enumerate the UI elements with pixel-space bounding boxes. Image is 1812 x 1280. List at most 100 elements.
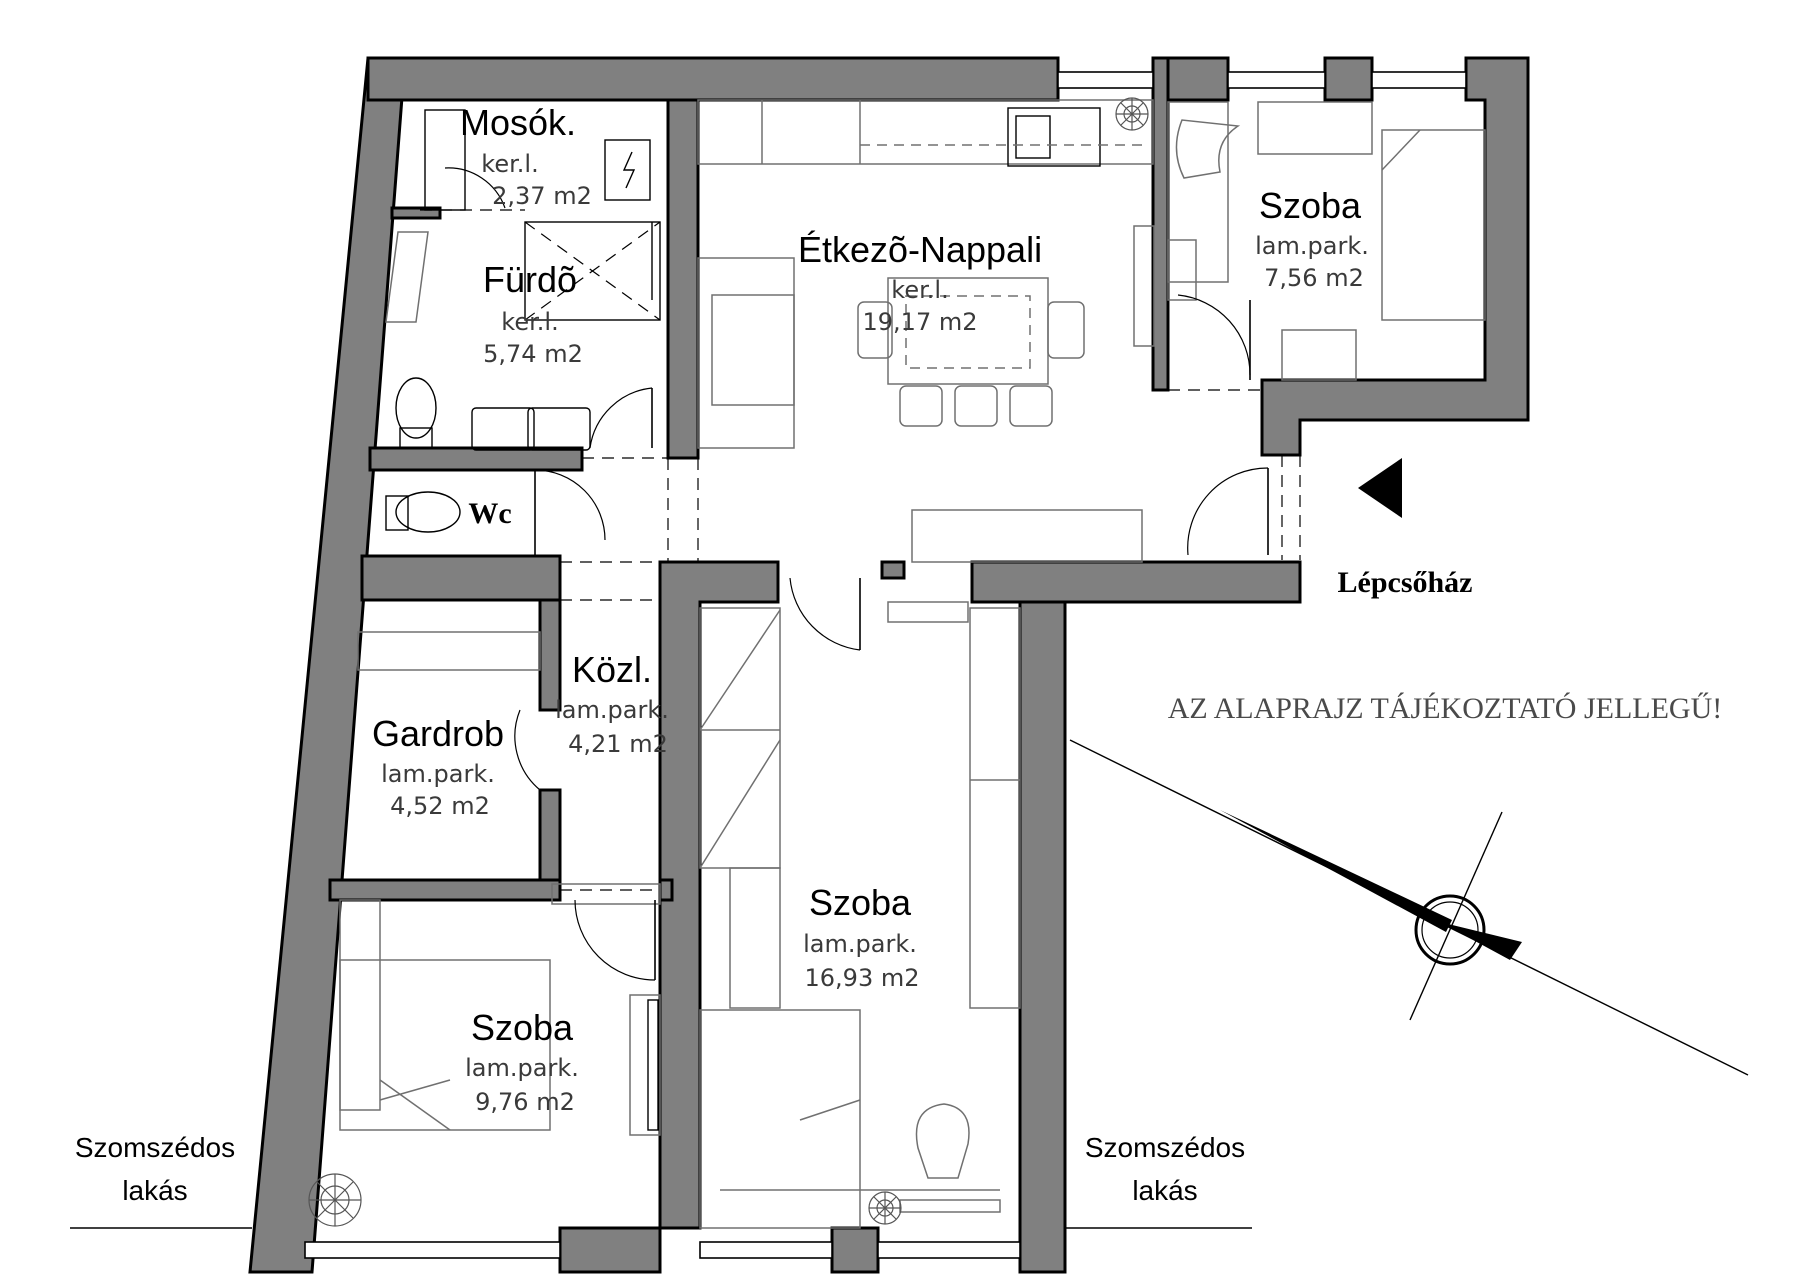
- neighbor-label-left-1: Szomszédos: [75, 1132, 235, 1163]
- north-pier-east-1: [1323, 56, 1374, 102]
- neighbor-label-right-2: lakás: [1132, 1175, 1197, 1206]
- room-name-gardrob: Gardrob: [372, 713, 504, 754]
- north-wall-west: [366, 56, 1060, 102]
- entrance-arrow-icon: [1358, 458, 1402, 518]
- plants: [308, 97, 1149, 1227]
- bath-toilet: [395, 377, 437, 439]
- room-name-szoba-ne: Szoba: [1259, 185, 1362, 226]
- bed-sw: [339, 959, 551, 1131]
- living-south-wall-mid: [880, 560, 906, 580]
- room-floor-mosokonyha: ker.l.: [481, 150, 538, 178]
- neighbor-label-right-1: Szomszédos: [1085, 1132, 1245, 1163]
- window-room-ne-1: [1227, 71, 1326, 89]
- bath-sink: [527, 407, 591, 451]
- furniture: [339, 99, 1486, 1229]
- dining-chair: [857, 301, 893, 359]
- west-wall: [248, 56, 407, 1274]
- room-floor-gardrob: lam.park.: [381, 760, 495, 788]
- room-area-furdo: 5,74 m2: [483, 340, 583, 368]
- plant-icon: [308, 1173, 362, 1227]
- walls: [248, 56, 1530, 1274]
- east-room-west-wall: [1151, 56, 1170, 392]
- wardrobe-sw: [629, 994, 661, 1136]
- room-floor-szoba-sw: lam.park.: [465, 1054, 579, 1082]
- gardrob-east-wall: [538, 598, 562, 712]
- room-area-szoba-ne: 7,56 m2: [1264, 264, 1364, 292]
- nightstand-sw: [339, 899, 381, 1111]
- shower: [524, 221, 661, 321]
- room-name-furdo: Fürdõ: [483, 259, 577, 300]
- radiator: [887, 601, 969, 623]
- door-center-room: [789, 577, 861, 651]
- door-room-sw: [574, 899, 656, 981]
- doors: [420, 167, 1301, 981]
- door-wc: [534, 469, 606, 541]
- shelf: [1257, 101, 1373, 155]
- room-area-gardrob: 4,52 m2: [390, 792, 490, 820]
- bath-cabinet: [385, 231, 429, 323]
- dining-chair: [899, 385, 943, 427]
- door-laundry: [444, 167, 506, 209]
- stairwell-label: Lépcsőház: [1338, 566, 1473, 599]
- gardrob-south-wall: [328, 878, 562, 902]
- room-area-mosokonyha: 2,37 m2: [492, 182, 592, 210]
- north-wall-east-corner: [1260, 56, 1530, 457]
- room-area-kozlekedo: 4,21 m2: [568, 730, 668, 758]
- desk-drawer: [1167, 239, 1197, 301]
- window-room-sw: [304, 1241, 561, 1259]
- window-kitchen: [1057, 71, 1154, 89]
- low-shelf: [899, 1199, 1001, 1213]
- door-room-ne: [1177, 294, 1251, 376]
- corridor-shelf: [551, 883, 661, 905]
- bed-center: [699, 1009, 861, 1229]
- room-name-etkezo-nappali: Étkezõ-Nappali: [798, 229, 1042, 270]
- room-floor-kozlekedo: lam.park.: [555, 696, 669, 724]
- room-area-szoba-sw: 9,76 m2: [475, 1088, 575, 1116]
- bath-wc-wall: [368, 446, 584, 472]
- room-area-szoba-center: 16,93 m2: [805, 964, 920, 992]
- electric-panel: [604, 139, 651, 201]
- room-name-kozlekedo: Közl.: [572, 649, 652, 690]
- room-name-szoba-sw: Szoba: [471, 1007, 574, 1048]
- neighbor-label-left-2: lakás: [122, 1175, 187, 1206]
- shelf-center: [729, 867, 781, 1009]
- room-floor-szoba-center: lam.park.: [803, 930, 917, 958]
- windows: [304, 71, 1467, 1259]
- wc-corridor-wall: [360, 554, 562, 602]
- dining-chair: [1009, 385, 1053, 427]
- wardrobe: [357, 631, 541, 671]
- bath-sink: [471, 407, 535, 451]
- nightstand: [1281, 329, 1357, 381]
- window-room-center-2: [877, 1241, 1021, 1259]
- gardrob-east-wall-low: [538, 788, 562, 887]
- door-gardrob: [514, 709, 541, 791]
- kitchen-counter: [697, 99, 1154, 165]
- south-wall-west: [558, 1226, 662, 1274]
- desk: [1167, 101, 1229, 283]
- disclaimer-text: AZ ALAPRAJZ TÁJÉKOZTATÓ JELLEGŰ!: [1168, 692, 1723, 725]
- dining-chair: [954, 385, 998, 427]
- tv-cabinet: [911, 509, 1143, 563]
- room-floor-szoba-ne: lam.park.: [1255, 232, 1369, 260]
- room-floor-etkezo-nappali: ker.l.: [891, 276, 948, 304]
- window-room-ne-2: [1371, 71, 1467, 89]
- room-labels: Mosók. ker.l. 2,37 m2 Fürdõ ker.l. 5,74 …: [372, 102, 1369, 1116]
- bed-ne: [1381, 129, 1486, 321]
- plant-icon: [1115, 97, 1149, 131]
- room-name-wc: Wc: [468, 497, 511, 530]
- north-arrow-icon: [1069, 739, 1749, 1076]
- armchair: [915, 1103, 970, 1179]
- side-cabinet: [1133, 225, 1155, 347]
- wall-unit-center: [969, 607, 1021, 1009]
- room-name-mosokonyha: Mosók.: [460, 102, 576, 143]
- living-south-wall-west: [658, 560, 780, 1230]
- dining-chair: [1047, 301, 1085, 359]
- plant-icon: [868, 1191, 902, 1225]
- room-area-etkezo-nappali: 19,17 m2: [863, 308, 978, 336]
- desk-chair: [1175, 119, 1241, 179]
- door-entrance: [1187, 467, 1269, 556]
- living-south-wall-east: [970, 560, 1302, 604]
- corridor-east-lower: [658, 878, 674, 902]
- kitchen-west-wall: [666, 98, 700, 460]
